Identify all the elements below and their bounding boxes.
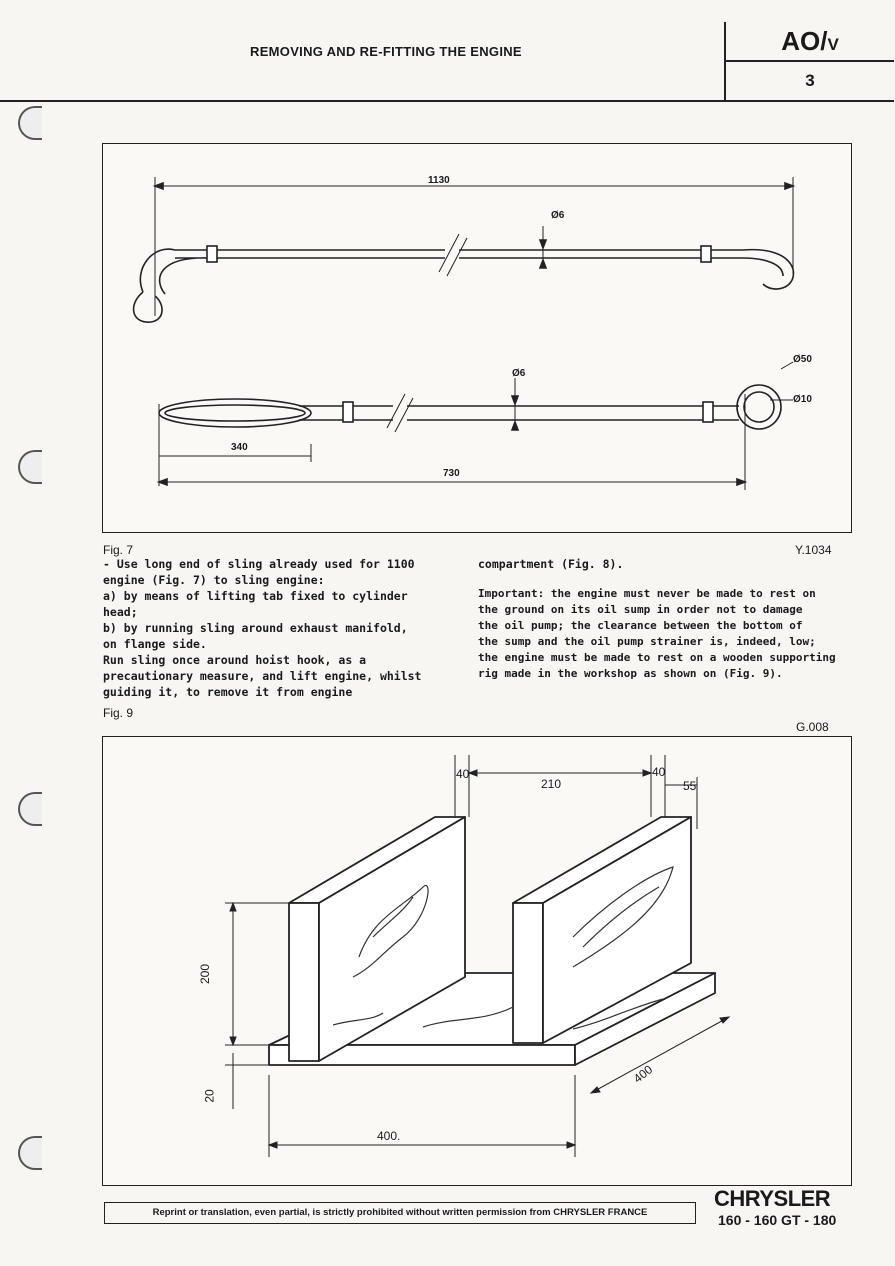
important-line: the oil pump; the clearance between the …	[478, 619, 803, 632]
text-line: Run sling once around hoist hook, as a	[103, 653, 367, 667]
fig7-frame: 1130 Ø6 Ø6 Ø50 Ø10 340 730	[102, 143, 852, 533]
fig9-dim-plank-right: 40	[652, 765, 666, 779]
fig7-dim-bottom-length: 730	[443, 468, 460, 479]
text-line: on flange side.	[103, 637, 207, 651]
section-code-box: AO/V 3	[724, 22, 894, 102]
page-number: 3	[805, 71, 815, 90]
text-line: - Use long end of sling already used for…	[103, 557, 415, 571]
text-line: a) by means of lifting tab fixed to cyli…	[103, 589, 408, 603]
header-rule	[0, 100, 726, 102]
model-list: 160 - 160 GT - 180	[718, 1212, 837, 1228]
section-code-sub: V	[827, 35, 839, 54]
important-line: rig made in the workshop as shown on (Fi…	[478, 667, 783, 680]
fig9-rig-drawing	[225, 755, 731, 1157]
fig9-dim-height: 200	[198, 963, 213, 985]
fig7-dim-top-length: 1130	[428, 175, 450, 186]
fig9-dim-width: 400.	[377, 1129, 401, 1143]
important-line: the ground on its oil sump in order not …	[478, 603, 803, 616]
fig7-dim-ring-outer: Ø50	[793, 354, 812, 365]
fig7-dim-ring-inner: Ø10	[793, 394, 812, 405]
fig7-dim-loop-length: 340	[231, 442, 248, 453]
text-line: b) by running sling around exhaust manif…	[103, 621, 408, 635]
fig9-dim-plank-left: 40	[456, 767, 470, 781]
text-line: compartment (Fig. 8).	[478, 557, 624, 571]
copyright-notice: Reprint or translation, even partial, is…	[104, 1202, 696, 1224]
text-line: engine (Fig. 7) to sling engine:	[103, 573, 325, 587]
text-line: head;	[103, 605, 138, 619]
important-line: the engine must be made to rest on a woo…	[478, 651, 836, 664]
fig9-label: Fig. 9	[103, 706, 134, 720]
fig7-dim-top-diameter: Ø6	[551, 210, 565, 221]
fig7-dim-bottom-diameter: Ø6	[512, 368, 526, 379]
text-line: guiding it, to remove it from engine	[103, 685, 353, 699]
section-code: AO/V	[726, 22, 894, 62]
important-line: the sump and the oil pump strainer is, i…	[478, 635, 816, 648]
right-column-text: compartment (Fig. 8). Important: the eng…	[478, 556, 836, 682]
fig7-sling-drawing	[132, 177, 796, 490]
section-code-main: AO/	[781, 26, 828, 56]
page-title: REMOVING AND RE-FITTING THE ENGINE	[250, 44, 522, 59]
important-line: Important: the engine must never be made…	[478, 587, 816, 600]
fig9-dim-gap: 210	[541, 777, 562, 791]
fig7-ref: Y.1034	[795, 543, 832, 557]
binder-hole	[18, 792, 42, 826]
binder-hole	[18, 1136, 42, 1170]
fig9-frame: 40 210 40 55 200 20 400 400.	[102, 736, 852, 1186]
left-column-text: - Use long end of sling already used for…	[103, 556, 422, 700]
fig9-ref: G.008	[796, 720, 829, 734]
text-line: precautionary measure, and lift engine, …	[103, 669, 422, 683]
binder-hole	[18, 450, 42, 484]
fig7-label: Fig. 7	[103, 543, 134, 557]
fig9-dim-offset: 55	[683, 779, 697, 793]
brand-logo: CHRYSLER	[714, 1186, 831, 1211]
binder-hole	[18, 106, 42, 140]
fig9-dim-base: 20	[202, 1089, 217, 1103]
